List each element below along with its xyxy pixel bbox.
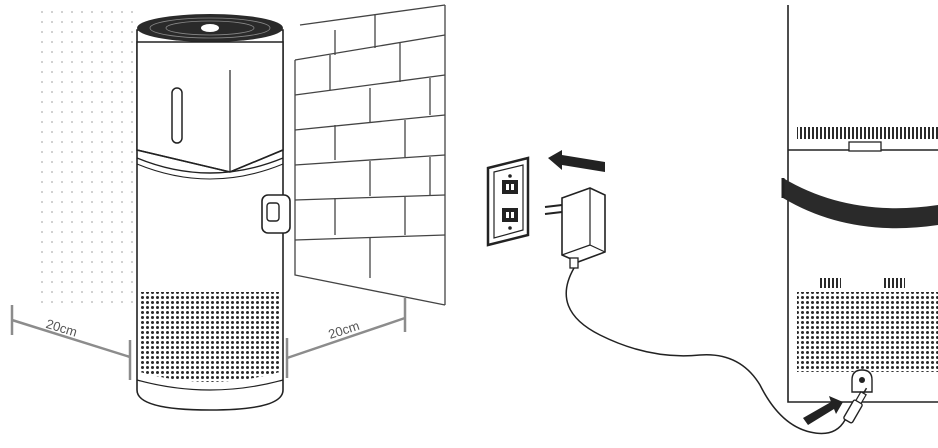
arrow-left-icon bbox=[548, 150, 605, 172]
plug-adapter-icon bbox=[545, 188, 605, 268]
vent-strip bbox=[797, 127, 938, 139]
dimension-right bbox=[287, 298, 405, 378]
wall-outlet-icon bbox=[488, 158, 528, 245]
dimension-left bbox=[12, 305, 130, 380]
air-purifier-icon bbox=[137, 14, 290, 410]
dc-port-icon bbox=[852, 370, 872, 392]
dotted-wall bbox=[40, 5, 135, 305]
knob-icon bbox=[262, 195, 290, 233]
brick-wall bbox=[295, 5, 445, 305]
base-connection bbox=[783, 5, 938, 402]
